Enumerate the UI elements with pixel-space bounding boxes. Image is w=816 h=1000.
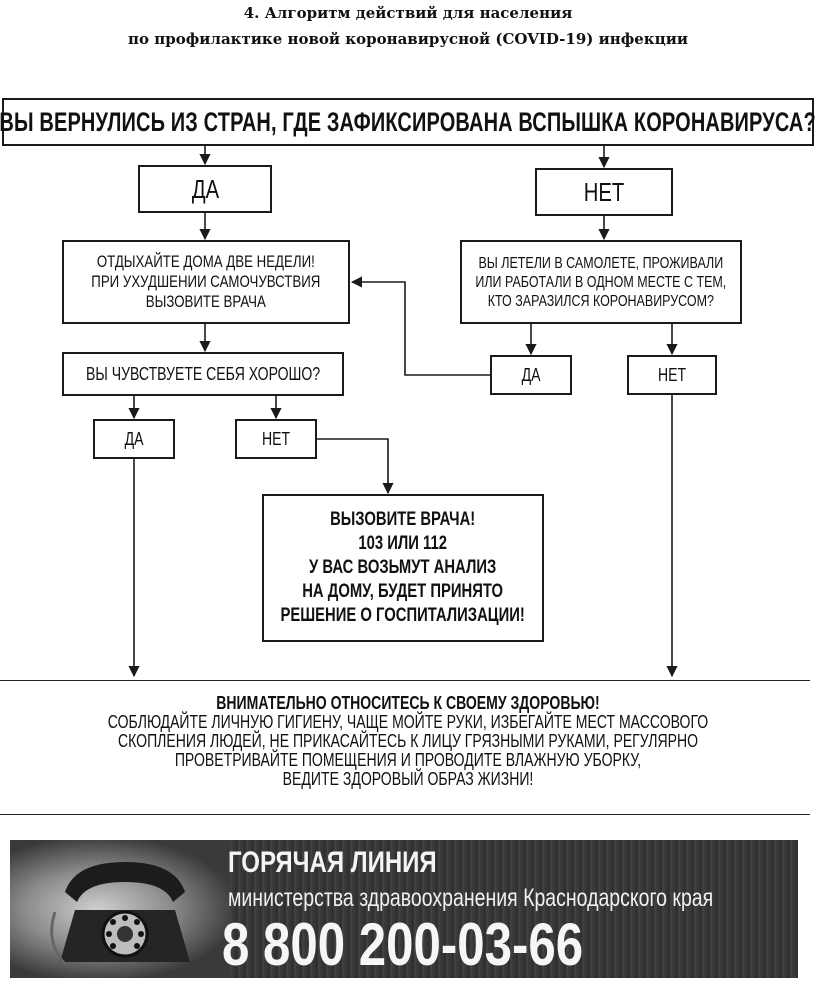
advice-bottom-divider [0,814,810,815]
doctor-line: НА ДОМУ, БУДЕТ ПРИНЯТО [302,581,504,602]
advice-lead: ВНИМАТЕЛЬНО ОТНОСИТЕСЬ К СВОЕМУ ЗДОРОВЬЮ… [216,693,600,713]
rest-line: ОТДЫХАЙТЕ ДОМА ДВЕ НЕДЕЛИ! [97,252,315,271]
hotline-subtitle: министерства здравоохранения Краснодарск… [228,884,714,912]
call-doctor-box: ВЫЗОВИТЕ ВРАЧА! 103 ИЛИ 112 У ВАС ВОЗЬМУ… [262,494,544,642]
advice-top-divider [0,680,810,681]
contact-line: ВЫ ЛЕТЕЛИ В САМОЛЕТЕ, ПРОЖИВАЛИ [478,254,724,272]
arrow-contact-yes-to-rest [350,276,490,376]
feel-well-question-box: ВЫ ЧУВСТВУЕТЕ СЕБЯ ХОРОШО? [62,352,344,396]
no-contact-box: НЕТ [627,355,717,395]
question-return-from-outbreak-countries: ВЫ ВЕРНУЛИСЬ ИЗ СТРАН, ГДЕ ЗАФИКСИРОВАНА… [0,98,816,146]
no-feel-box: НЕТ [235,419,317,459]
rotary-phone-icon [50,862,190,966]
rest-line: ПРИ УХУДШЕНИИ САМОЧУВСТВИЯ [91,272,321,291]
advice-line: ВЕДИТЕ ЗДОРОВЫЙ ОБРАЗ ЖИЗНИ! [282,769,534,789]
advice-line: СКОПЛЕНИЯ ЛЮДЕЙ, НЕ ПРИКАСАЙТЕСЬ К ЛИЦУ … [117,731,699,751]
document-title-line-1: 4. Алгоритм действий для населения [243,4,573,22]
contact-line: ИЛИ РАБОТАЛИ В ОДНОМ МЕСТЕ С ТЕМ, [475,273,727,291]
advice-line: ПРОВЕТРИВАЙТЕ ПОМЕЩЕНИЯ И ПРОВОДИТЕ ВЛАЖ… [174,750,642,770]
arrow-no-feel-to-doctor [317,438,394,495]
contact-question-box: ВЫ ЛЕТЕЛИ В САМОЛЕТЕ, ПРОЖИВАЛИ ИЛИ РАБО… [460,240,742,324]
yes-feel-box: ДА [93,419,175,459]
doctor-line: РЕШЕНИЕ О ГОСПИТАЛИЗАЦИИ! [280,605,526,626]
doctor-line: ВЫЗОВИТЕ ВРАЧА! [330,509,476,530]
no-main-box: НЕТ [535,168,673,216]
hotline-phone-number[interactable]: 8 800 200-03-66 [222,911,584,978]
flowchart-connectors [128,146,678,678]
hotline-title: ГОРЯЧАЯ ЛИНИЯ [228,846,437,879]
contact-line: КТО ЗАРАЗИЛСЯ КОРОНАВИРУСОМ? [487,292,715,310]
yes-contact-box: ДА [490,355,572,395]
advice-line: СОБЛЮДАЙТЕ ЛИЧНУЮ ГИГИЕНУ, ЧАЩЕ МОЙТЕ РУ… [107,712,709,732]
hotline-banner: ГОРЯЧАЯ ЛИНИЯ министерства здравоохранен… [10,840,798,978]
doctor-line: У ВАС ВОЗЬМУТ АНАЛИЗ [309,557,497,578]
document-title-line-2: по профилактике новой коронавирусной (CO… [128,30,688,48]
health-advice: ВНИМАТЕЛЬНО ОТНОСИТЕСЬ К СВОЕМУ ЗДОРОВЬЮ… [0,694,816,789]
yes-main-box: ДА [138,165,272,213]
doctor-line: 103 ИЛИ 112 [358,533,448,554]
rest-line: ВЫЗОВИТЕ ВРАЧА [145,292,267,311]
rest-at-home-box: ОТДЫХАЙТЕ ДОМА ДВЕ НЕДЕЛИ! ПРИ УХУДШЕНИИ… [62,240,350,324]
